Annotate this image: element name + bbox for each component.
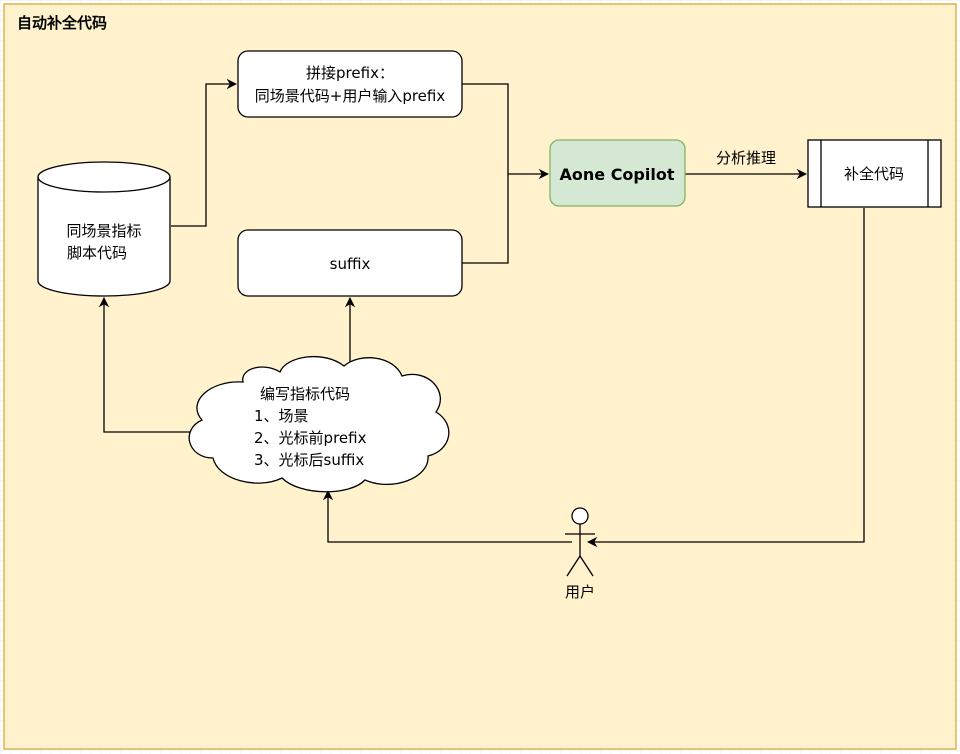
node-prefix[interactable]: 拼接prefix： 同场景代码+用户输入prefix [237,50,463,118]
node-cloud-line2: 1、场景 [254,407,309,425]
node-user[interactable] [565,507,595,577]
edge-output-to-user[interactable] [586,208,865,548]
edge-suffix-to-copilot[interactable] [462,174,509,264]
node-db-line2: 脚本代码 [67,244,127,262]
edge-label-analyze: 分析推理 [716,149,776,167]
node-output-label: 补全代码 [844,165,904,183]
edge-cloud-to-db[interactable] [98,296,200,433]
database-body[interactable] [37,177,171,297]
node-cloud-line4: 3、光标后suffix [254,451,364,469]
node-suffix[interactable]: suffix [237,229,463,297]
edges [98,78,865,548]
node-output[interactable]: 补全代码 [807,139,942,208]
container-box[interactable] [3,3,957,750]
node-database[interactable]: 同场景指标 脚本代码 [37,161,171,297]
node-output-box[interactable] [807,139,942,208]
container-group[interactable]: 自动补全代码 [3,3,957,750]
actor-head-icon[interactable] [571,507,589,525]
node-cloud-line1: 编写指标代码 [260,385,350,403]
edge-user-to-cloud[interactable] [322,489,572,543]
edge-prefix-to-copilot[interactable] [462,83,550,180]
node-copilot[interactable]: Aone Copilot [549,139,686,207]
node-copilot-label: Aone Copilot [560,165,675,184]
node-prefix-box[interactable] [237,50,463,118]
node-cloud[interactable]: 编写指标代码 1、场景 2、光标前prefix 3、光标后suffix [188,355,450,493]
container-title: 自动补全代码 [17,14,107,32]
node-db-line1: 同场景指标 [66,222,141,240]
actor-right-leg [579,555,594,577]
node-copilot-box[interactable] [549,139,686,207]
node-user-label: 用户 [565,583,595,601]
node-cloud-line3: 2、光标前prefix [254,429,367,447]
cloud-shape[interactable] [188,355,450,493]
node-prefix-line2: 同场景代码+用户输入prefix [255,87,446,105]
node-suffix-box[interactable] [237,229,463,297]
database-top [37,161,171,193]
node-prefix-line1: 拼接prefix： [306,64,394,82]
edge-db-to-prefix[interactable] [171,78,238,227]
actor-left-leg [566,555,581,577]
node-suffix-label: suffix [330,255,371,273]
